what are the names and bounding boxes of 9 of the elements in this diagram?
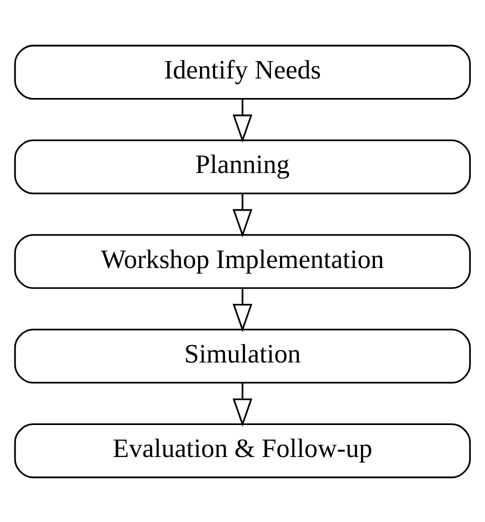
arrow bbox=[232, 98, 252, 142]
arrow bbox=[232, 382, 252, 426]
arrow bbox=[232, 288, 252, 332]
node-box: Planning bbox=[14, 138, 471, 194]
node-box: Simulation bbox=[14, 328, 471, 384]
node-box: Identify Needs bbox=[14, 44, 471, 100]
arrow bbox=[232, 192, 252, 237]
node-box: Workshop Implementation bbox=[14, 234, 471, 288]
node-box: Evaluation & Follow-up bbox=[14, 422, 471, 478]
